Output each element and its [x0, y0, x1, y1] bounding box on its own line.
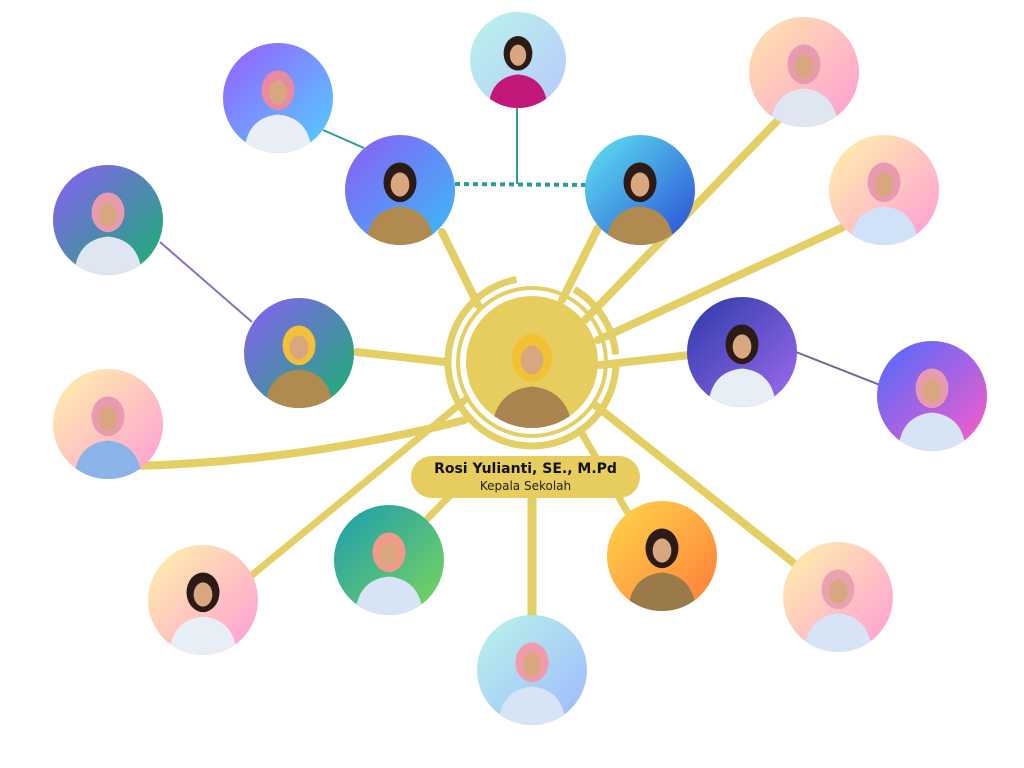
head-inner-ring [456, 286, 608, 438]
person-icon [243, 70, 313, 153]
person-icon [849, 162, 919, 245]
person-icon [73, 396, 143, 479]
person-icon [769, 44, 839, 127]
person-icon [497, 642, 567, 725]
link-far-right [795, 351, 881, 386]
member-node-bottom-center-left[interactable] [334, 505, 444, 618]
connector-right-upper [594, 221, 852, 344]
head-node[interactable] [444, 274, 620, 450]
member-node-right-upper[interactable] [829, 135, 939, 248]
member-nodes [53, 12, 987, 728]
link-left-upper [159, 241, 253, 323]
member-node-bottom-right[interactable] [783, 542, 893, 655]
person-icon [73, 192, 143, 275]
member-node-bottom-left[interactable] [148, 545, 258, 658]
person-icon [365, 162, 435, 245]
head-person-icon [491, 333, 573, 428]
member-node-top-left[interactable] [223, 43, 333, 156]
member-node-top-right[interactable] [749, 17, 859, 130]
member-node-upper-right-mid[interactable] [585, 135, 695, 248]
connector-bottom-left [248, 396, 469, 579]
link-top-left [322, 129, 365, 149]
member-node-upper-left-mid[interactable] [345, 135, 455, 248]
head-outer-ring [444, 274, 620, 450]
person-icon [803, 569, 873, 652]
connector-bottom-right [591, 401, 804, 572]
person-icon [707, 324, 777, 407]
connector-upper-right-mid [558, 224, 602, 304]
head-name: Rosi Yulianti, SE., M.Pd [434, 460, 617, 477]
connector-upper-left-mid [438, 228, 482, 309]
person-icon [897, 368, 967, 451]
connector-left-lower [128, 416, 469, 470]
member-node-left-lower[interactable] [53, 369, 163, 482]
person-icon [627, 528, 697, 611]
person-icon [264, 325, 334, 408]
person-icon [605, 162, 675, 245]
secondary-links [159, 106, 881, 386]
member-node-left-mid[interactable] [244, 298, 354, 411]
member-node-far-right[interactable] [877, 341, 987, 454]
member-node-bottom-center-right[interactable] [607, 501, 717, 614]
head-label-box: Rosi Yulianti, SE., M.Pd Kepala Sekolah [411, 456, 640, 498]
person-icon [168, 572, 238, 655]
member-node-left-upper[interactable] [53, 165, 163, 278]
member-node-bottom-center[interactable] [477, 615, 587, 728]
connector-left-mid [353, 348, 449, 366]
person-icon [488, 36, 548, 108]
link-dotted-pair [454, 182, 591, 187]
person-icon [354, 532, 424, 615]
head-title: Kepala Sekolah [479, 478, 572, 493]
member-node-right-mid[interactable] [687, 297, 797, 410]
member-node-top-center[interactable] [470, 12, 566, 111]
